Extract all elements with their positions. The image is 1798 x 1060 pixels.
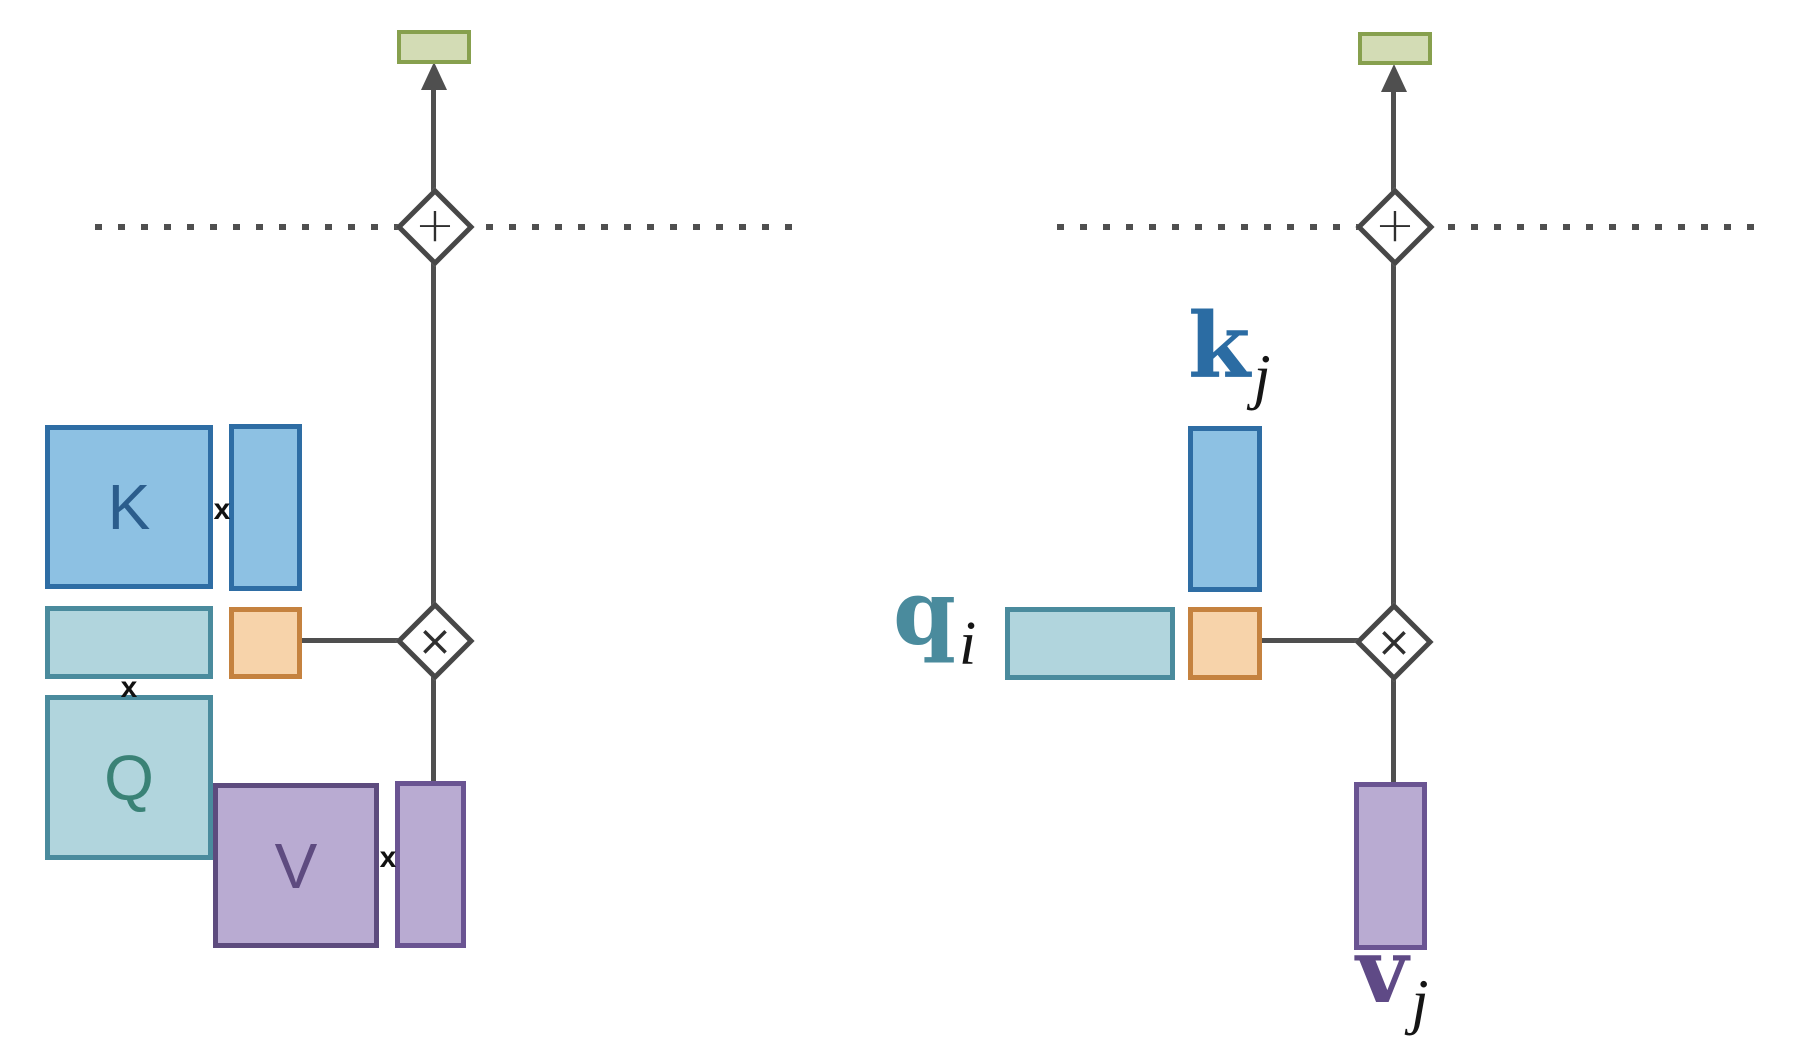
k-matrix-label: K <box>107 471 151 543</box>
k-label-base: k <box>1188 293 1251 399</box>
k-vector <box>1188 426 1262 592</box>
arrow-up-icon <box>1381 64 1407 92</box>
arrow-up-icon <box>421 62 447 90</box>
v-label-subscript: j <box>1411 968 1429 1036</box>
attention-score-cell <box>229 607 302 679</box>
k-column-vector <box>229 424 302 591</box>
add-node: + <box>395 187 475 267</box>
q-row-vector <box>45 606 213 679</box>
q-matrix-label: Q <box>104 741 154 814</box>
output-box <box>397 30 471 64</box>
main-vertical-line <box>431 80 436 783</box>
score-to-multiply-line <box>300 638 400 643</box>
v-matrix-label: V <box>274 829 318 902</box>
v-vector-label: vj <box>1356 926 1429 1033</box>
k-label-subscript: j <box>1253 343 1271 411</box>
multiply-node: × <box>395 601 475 681</box>
times-symbol: × <box>1376 617 1412 666</box>
v-matrix: V <box>213 783 379 948</box>
output-box <box>1358 32 1432 65</box>
times-symbol: × <box>417 616 453 665</box>
add-node: + <box>1355 187 1435 267</box>
q-matrix: Q <box>45 695 213 860</box>
plus-symbol: + <box>414 197 456 253</box>
score-to-multiply-line <box>1260 638 1360 643</box>
k-matrix: K <box>45 425 213 589</box>
multiply-sign: x <box>120 671 138 704</box>
attention-score-cell <box>1188 607 1262 680</box>
q-label-subscript: i <box>958 610 977 678</box>
multiply-sign: x <box>213 493 231 526</box>
q-vector <box>1005 607 1175 680</box>
v-vector <box>1354 782 1427 950</box>
k-vector-label: kj <box>1188 301 1271 408</box>
v-label-base: v <box>1356 918 1409 1024</box>
q-label-base: q <box>893 560 956 666</box>
multiply-node: × <box>1354 602 1434 682</box>
q-vector-label: qi <box>893 568 976 675</box>
v-column-vector <box>395 781 466 948</box>
plus-symbol: + <box>1374 197 1416 253</box>
multiply-sign: x <box>379 841 397 874</box>
main-vertical-line <box>1391 80 1396 783</box>
